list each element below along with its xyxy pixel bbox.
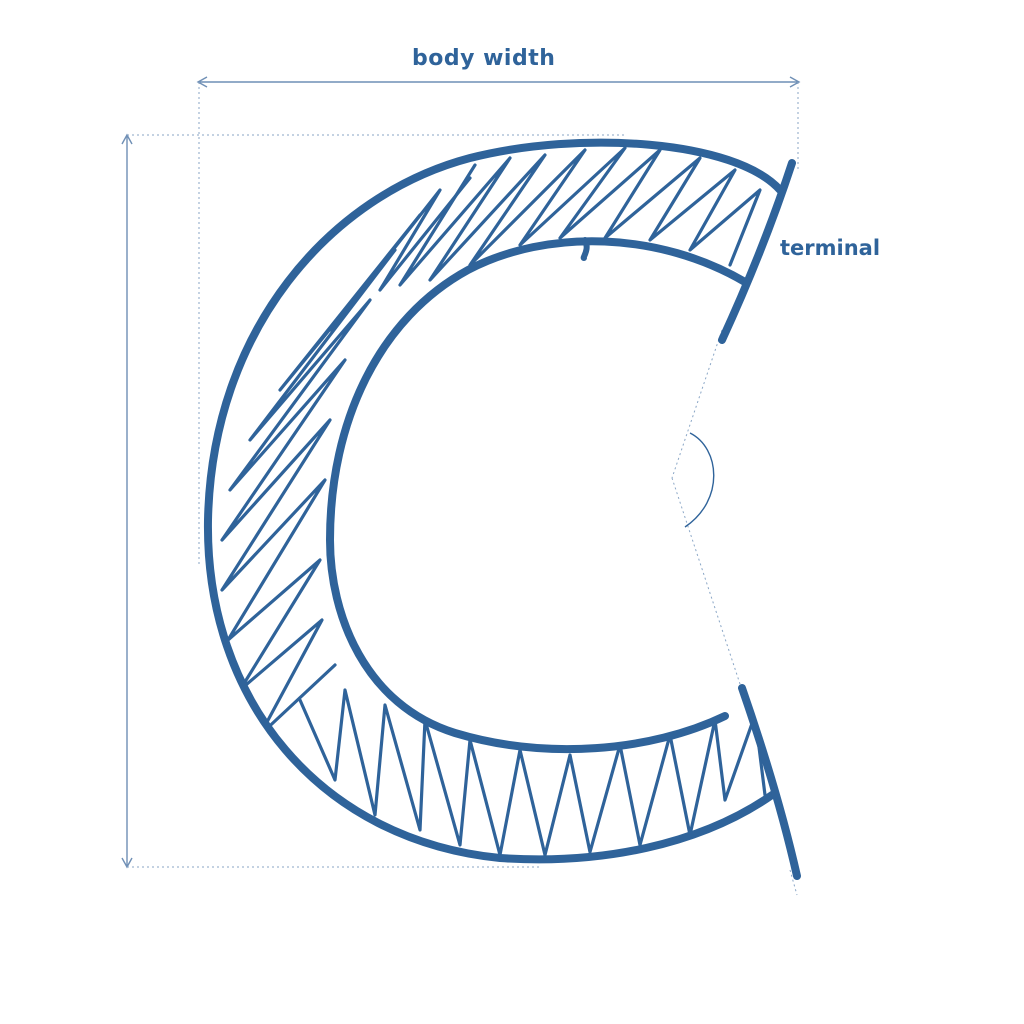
- aperture-angle-arc: [684, 432, 715, 528]
- inner-top-tick: [580, 237, 590, 261]
- aperture-upper-guide: [671, 329, 723, 479]
- inner-contour: [326, 237, 749, 754]
- stroke-hatching: [220, 146, 767, 857]
- upper-terminal-stroke: [718, 159, 796, 344]
- hatch-top: [398, 146, 762, 287]
- body-width-left-arrowhead: [196, 76, 208, 88]
- lower-terminal-stroke: [738, 684, 801, 880]
- body-width-right-arrowhead: [789, 76, 801, 88]
- aperture-lower-guide: [671, 477, 743, 691]
- terminal-label: terminal: [780, 236, 881, 260]
- body-width-label: body width: [412, 46, 556, 71]
- letter-c-outline: [203, 138, 801, 880]
- guide-lines: [121, 76, 801, 896]
- outer-contour: [203, 138, 784, 864]
- hatch-bottom: [298, 688, 767, 857]
- hatch-upper-left: [220, 176, 472, 737]
- lower-terminal-extension: [789, 869, 798, 896]
